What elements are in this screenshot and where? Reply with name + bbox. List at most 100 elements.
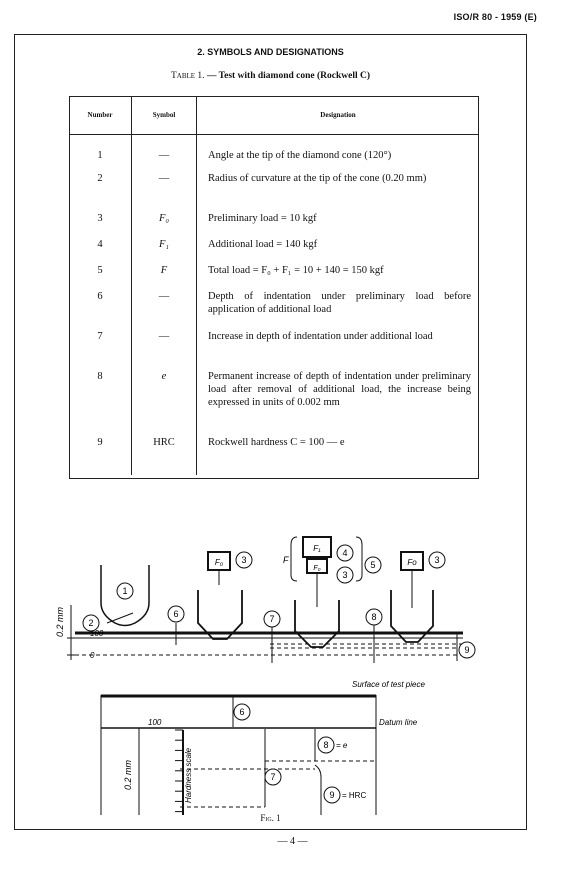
load-f-label: F	[283, 555, 289, 565]
datum-line-label: Datum line	[379, 718, 418, 727]
figure-1: 0.2 mm 100 0 1 2 6 F₀ 3 F F₁ F₀ 4 3 5	[55, 536, 476, 815]
header-symbol: Symbol	[131, 96, 197, 135]
circle-3-b-label: 3	[342, 570, 347, 580]
circle-8-bottom	[317, 736, 335, 754]
row-designation: Depth of indentation under preliminary l…	[208, 290, 471, 315]
row-symbol: e	[131, 368, 197, 435]
circle-7-bottom	[264, 768, 282, 786]
circle-6-top-label: 6	[173, 609, 178, 619]
row-symbol: HRC	[131, 434, 197, 475]
top-label-02mm: 0.2 mm	[55, 606, 65, 637]
circle-7-top-label: 7	[269, 614, 274, 624]
section-title: 2. SYMBOLS AND DESIGNATIONS	[197, 47, 344, 57]
top-label-100: 100	[90, 629, 104, 638]
row-designation: Additional load = 140 kgf	[208, 238, 318, 250]
radius-leader	[106, 612, 134, 624]
table-row: 6— Depth of indentation under preliminary…	[69, 288, 479, 329]
row-number: 5	[69, 262, 132, 289]
row-number: 2	[69, 170, 132, 211]
circle-9-top	[458, 641, 476, 659]
symbols-table: Number Symbol Designation 1—Angle at the…	[69, 96, 479, 475]
circle-1-label: 1	[122, 586, 127, 596]
page-number: — 4 —	[277, 836, 308, 847]
load-f0-b-label: F₀	[313, 565, 320, 572]
row-designation: Rockwell hardness C = 100 — e	[208, 436, 345, 448]
circle-9-bottom-label: 9	[329, 790, 334, 800]
circle-7-bottom-label: 7	[270, 772, 275, 782]
row-designation: Increase in depth of indentation under a…	[208, 330, 433, 342]
surface-label: Surface of test piece	[352, 680, 425, 689]
circle-6-top	[167, 605, 185, 623]
figure-caption-text: Fig. 1	[260, 813, 281, 823]
hardness-scale-ticks	[175, 729, 183, 813]
row-designation: Preliminary load = 10 kgf	[208, 212, 317, 224]
table-caption-text: — Test with diamond cone (Rockwell C)	[206, 71, 371, 81]
bottom-label-02mm: 0.2 mm	[123, 759, 133, 790]
circle-3-c-label: 3	[434, 555, 439, 565]
load-f0-label: F₀	[215, 558, 224, 567]
row-symbol: F₁	[131, 236, 197, 263]
row-number: 8	[69, 368, 132, 435]
row-symbol: —	[131, 134, 197, 171]
brace-left	[290, 536, 298, 582]
brace-9	[314, 764, 322, 815]
row-symbol: —	[131, 288, 197, 329]
header-designation: Designation	[196, 96, 479, 135]
table-caption: Table 1. — Test with diamond cone (Rockw…	[15, 71, 526, 81]
row-designation: Total load = F₀ + F₁ = 10 + 140 = 150 kg…	[208, 264, 384, 276]
row-number: 3	[69, 210, 132, 237]
row-number: 4	[69, 236, 132, 263]
circle-3-b	[336, 566, 354, 584]
indenter-detail	[100, 565, 150, 627]
circle-6-bottom	[233, 703, 251, 721]
header-number: Number	[69, 96, 132, 135]
load-fo-label: Fo	[407, 558, 417, 567]
row-symbol: —	[131, 328, 197, 369]
circle-5-label: 5	[370, 560, 375, 570]
row-designation: Angle at the tip of the diamond cone (12…	[208, 150, 392, 161]
circle-5	[364, 556, 382, 574]
row-symbol: F₀	[131, 210, 197, 237]
indenter-2	[197, 590, 243, 640]
table-header-row: Number Symbol Designation	[69, 96, 479, 135]
table-caption-label: Table 1.	[170, 71, 205, 81]
circle-3-a-label: 3	[241, 555, 246, 565]
top-label-0: 0	[90, 651, 95, 660]
indenter-3	[294, 600, 340, 648]
minus-e-label: = e	[336, 741, 348, 750]
circle-2-label: 2	[88, 618, 93, 628]
eq-hrc-label: = HRC	[342, 791, 366, 800]
figure-caption: Fig. 1	[15, 813, 526, 823]
circle-9-bottom	[323, 786, 341, 804]
circle-8-top-label: 8	[371, 612, 376, 622]
document-reference: ISO/R 80 - 1959 (E)	[453, 12, 537, 22]
circle-2	[82, 614, 100, 632]
load-box-f1	[302, 536, 332, 558]
circle-4-label: 4	[342, 548, 347, 558]
row-symbol: F	[131, 262, 197, 289]
circle-6-bottom-label: 6	[239, 707, 244, 717]
circle-9-top-label: 9	[464, 645, 469, 655]
table-row: 7— Increase in depth of indentation under…	[69, 328, 479, 369]
circle-1	[116, 582, 134, 600]
page-frame: 2. SYMBOLS AND DESIGNATIONS Table 1. — T…	[14, 34, 527, 830]
hardness-scale-label: Hardness scale	[184, 747, 193, 803]
circle-8-bottom-label: 8	[323, 740, 328, 750]
row-symbol: —	[131, 170, 197, 211]
load-f1-label: F₁	[313, 544, 321, 553]
indenter-4	[390, 590, 434, 643]
row-number: 7	[69, 328, 132, 369]
circle-4	[336, 544, 354, 562]
circle-3-a	[235, 551, 253, 569]
table-row: 2— Radius of curvature at the tip of the …	[69, 170, 479, 211]
row-number: 9	[69, 434, 132, 475]
row-number: 6	[69, 288, 132, 329]
bottom-label-100: 100	[148, 718, 162, 727]
circle-3-c	[428, 551, 446, 569]
row-designation: Radius of curvature at the tip of the co…	[208, 172, 427, 184]
